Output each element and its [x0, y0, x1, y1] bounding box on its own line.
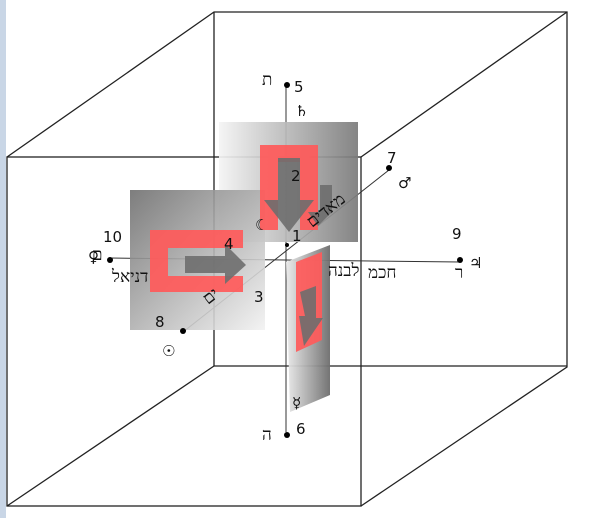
astro-symbols: ♂ ☾ ☉ ♀ ♃ ♄ ☿ — [88, 102, 482, 412]
cube-front-face — [6, 156, 362, 507]
point-6-dot — [284, 432, 290, 438]
mercury-symbol: ☿ — [292, 394, 301, 412]
point-2-label: 2 — [291, 167, 301, 185]
point-3-label: 3 — [254, 288, 264, 306]
window-edge-strip — [0, 0, 6, 518]
arrows — [185, 158, 332, 346]
hebrew-moon-word: לבנה — [328, 261, 359, 281]
left-red-shape — [150, 230, 243, 292]
hebrew-left-word: דניאל — [111, 267, 148, 287]
sun-symbol: ☉ — [162, 342, 175, 360]
point-8-dot — [180, 328, 186, 334]
point-6-label: 6 — [296, 420, 306, 438]
point-1-label: 1 — [292, 227, 302, 245]
bottom-arrow — [299, 286, 323, 346]
point-7-label: 7 — [387, 149, 397, 167]
point-10-dot — [107, 257, 113, 263]
right-arrow — [185, 244, 246, 284]
point-5-dot — [284, 82, 290, 88]
saturn-symbol: ♄ — [295, 102, 308, 120]
jupiter-symbol: ♃ — [469, 254, 482, 272]
hebrew-top-letter: ת — [262, 70, 272, 90]
point-9-label: 9 — [452, 225, 462, 243]
upper-right-arrow — [308, 185, 332, 226]
hebrew-right-word: חכמ — [368, 263, 396, 283]
moon-symbol: ☾ — [255, 216, 268, 234]
down-arrow — [264, 158, 314, 232]
point-labels: 1 2 3 4 5 6 7 8 9 10 — [103, 78, 462, 438]
cube-bottom-left-edge — [6, 365, 215, 507]
point-1-dot — [285, 243, 289, 247]
mars-symbol: ♂ — [398, 174, 411, 192]
point-4-label: 4 — [224, 235, 234, 253]
hebrew-bottom-letter: ה — [262, 425, 272, 445]
point-7-dot — [386, 165, 392, 171]
point-5-label: 5 — [294, 78, 304, 96]
venus-symbol: ♀ — [88, 248, 99, 266]
hebrew-right-letter: ר — [455, 263, 463, 283]
cube-top-right-edge — [360, 11, 568, 158]
point-10-label: 10 — [103, 228, 122, 246]
point-8-label: 8 — [155, 313, 165, 331]
hebrew-left-letter: ם — [92, 245, 103, 265]
point-dots — [107, 82, 463, 438]
point-9-dot — [457, 257, 463, 263]
